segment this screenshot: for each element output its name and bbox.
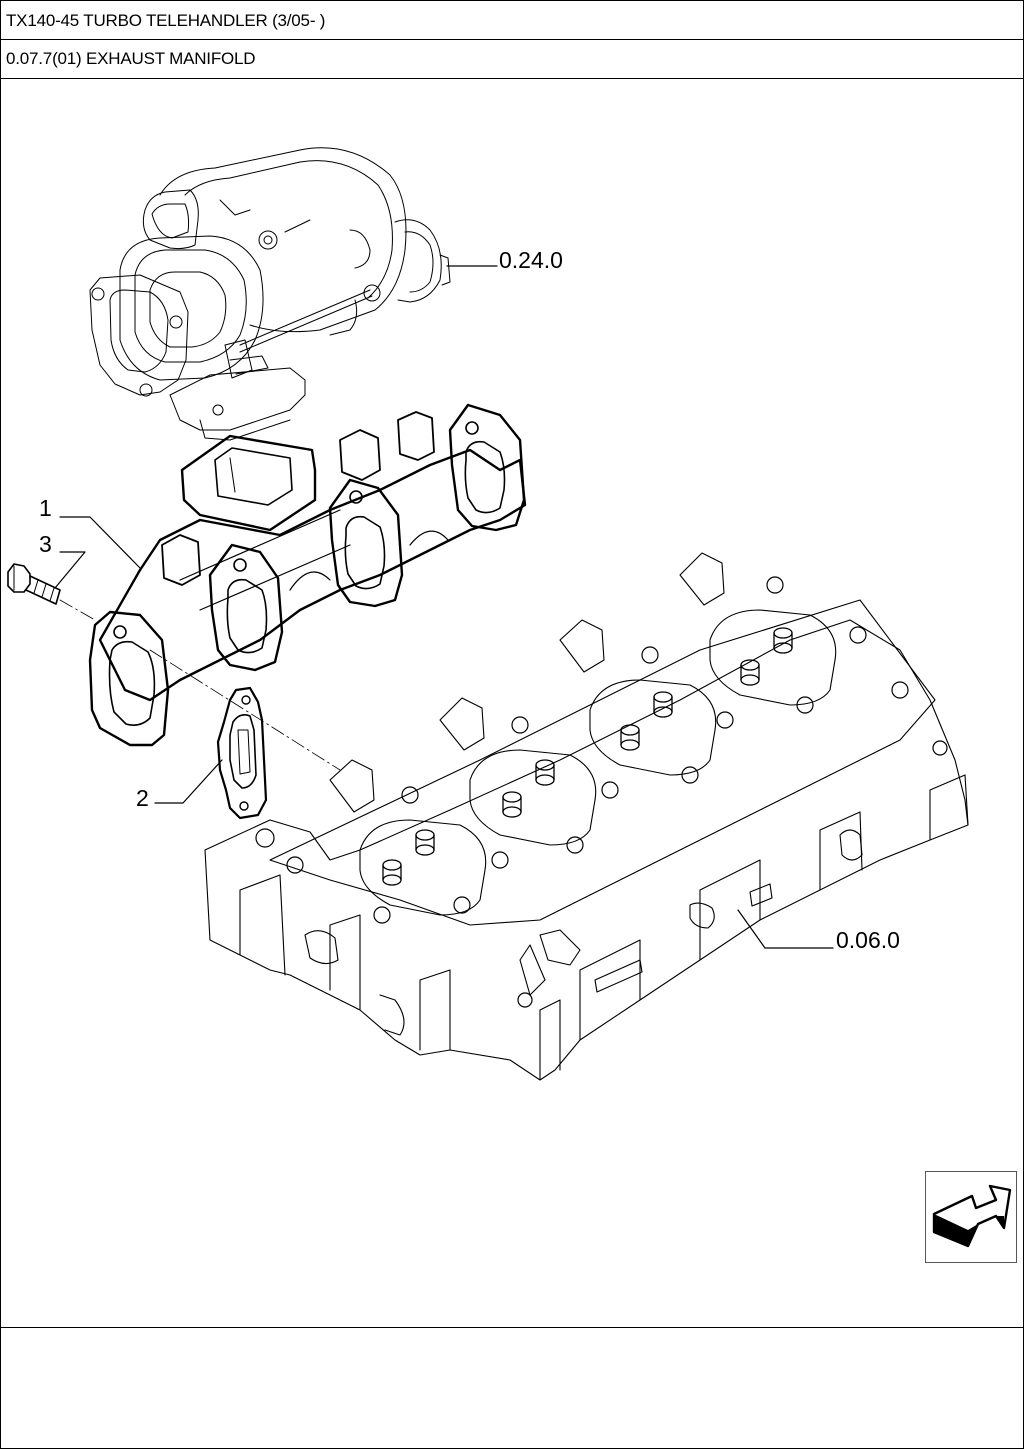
callout-head-ref: 0.06.0 <box>836 927 900 953</box>
callout-part-1: 1 <box>39 495 52 521</box>
callout-turbo-ref: 0.24.0 <box>499 247 563 273</box>
footer-rule <box>0 1327 1024 1328</box>
exhaust-manifold-drawing <box>88 403 527 747</box>
model-title: TX140-45 TURBO TELEHANDLER (3/05- ) <box>6 11 326 30</box>
callout-part-3: 3 <box>39 531 52 557</box>
bolt-drawing <box>7 563 61 605</box>
leader-cylinder-head <box>737 909 834 949</box>
leader-part-2 <box>154 759 223 804</box>
header-bottom-rule <box>0 78 1024 79</box>
header-divider <box>0 39 1024 40</box>
leader-part-3 <box>54 551 86 589</box>
leader-part-1 <box>59 516 141 569</box>
callout-part-2: 2 <box>136 785 149 811</box>
exploded-parts-diagram: 0.24.0 0.06.0 1 3 2 <box>7 147 969 1081</box>
arrow-next-icon <box>932 1184 1012 1248</box>
next-page-button[interactable] <box>925 1171 1017 1263</box>
section-title: 0.07.7(01) EXHAUST MANIFOLD <box>6 49 256 68</box>
assembly-centerline <box>59 599 341 771</box>
cylinder-head-drawing <box>204 552 969 1081</box>
turbocharger-drawing <box>89 147 451 441</box>
gasket-drawing <box>216 686 268 820</box>
